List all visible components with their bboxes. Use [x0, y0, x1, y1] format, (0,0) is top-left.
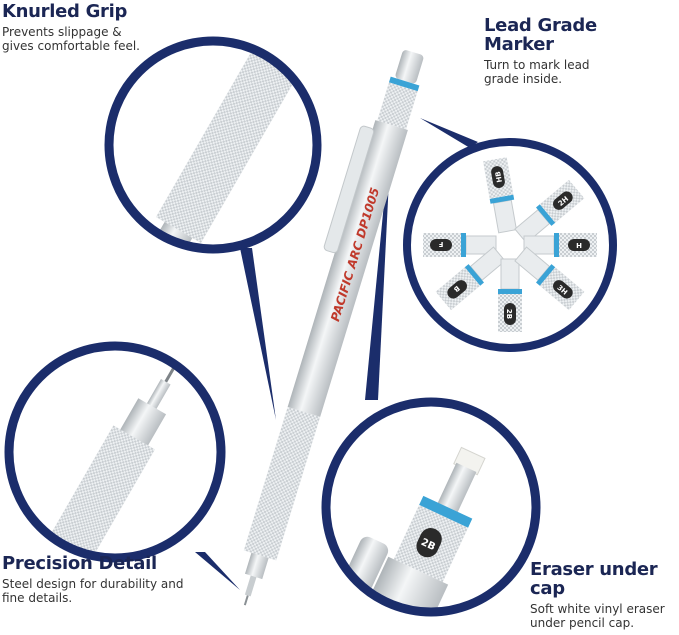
lead-grade-marker: HB [483, 157, 518, 234]
lead-grade-marker: B [435, 246, 506, 311]
lead-grade-marker: 2B [498, 258, 522, 332]
knurled-grip-title: Knurled Grip [2, 1, 128, 22]
lead-grade-label: H [576, 242, 582, 250]
lead-grade-callout: Lead Grade Marker Turn to mark lead grad… [484, 16, 644, 86]
lead-grade-marker: 2H [514, 179, 585, 244]
eraser-desc: Soft white vinyl eraser under pencil cap… [530, 602, 665, 630]
lead-grade-label: B [452, 284, 461, 294]
knurled-grip-desc: Prevents slippage & gives comfortable fe… [2, 25, 140, 53]
lead-grade-marker: 3H [514, 246, 585, 311]
lead-grade-desc: Turn to mark lead grade inside. [484, 58, 590, 86]
precision-detail-zoom-circle [4, 341, 226, 563]
knurled-grip-zoom-circle [104, 36, 322, 254]
eraser-title: Eraser under cap [530, 559, 658, 599]
lead-grade-marker: H [523, 233, 597, 257]
lead-grade-label: F [438, 240, 443, 248]
eraser-callout: Eraser under cap Soft white vinyl eraser… [530, 560, 679, 630]
main-pencil: PACIFIC ARC DP1005 [243, 50, 424, 606]
lead-grade-label: HB [494, 171, 504, 183]
lead-grade-marker: F [423, 233, 497, 257]
lead-grade-title: Lead Grade Marker [484, 15, 597, 55]
lead-grade-label: 2B [505, 309, 513, 319]
precision-callout: Precision Detail Steel design for durabi… [2, 554, 222, 605]
precision-title: Precision Detail [2, 553, 157, 574]
precision-desc: Steel design for durability and fine det… [2, 577, 184, 605]
eraser-zoom-circle: 2B [321, 397, 541, 617]
knurled-grip-callout: Knurled Grip Prevents slippage & gives c… [2, 2, 202, 53]
